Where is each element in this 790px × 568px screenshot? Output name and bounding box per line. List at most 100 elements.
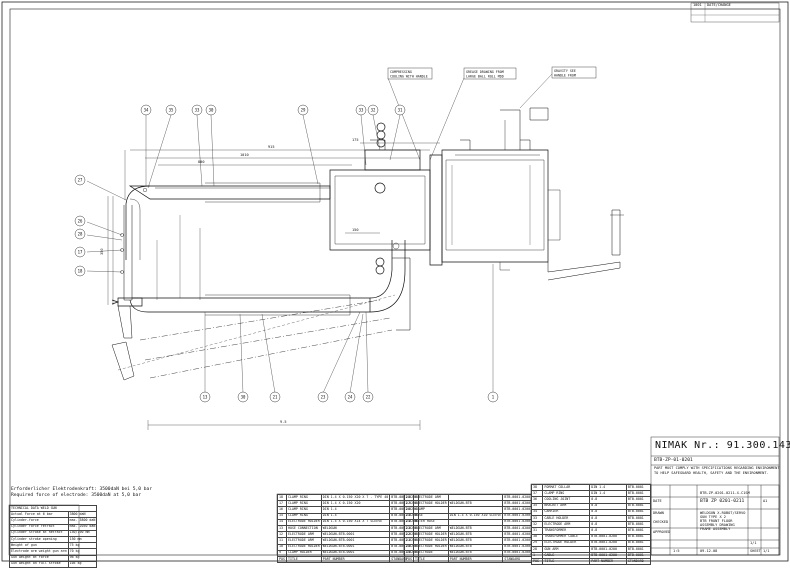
bubble-top-1 <box>165 104 177 116</box>
bubble-num: 17 <box>78 250 83 255</box>
revision-box <box>690 2 780 23</box>
table-footer-cell: POS <box>530 558 544 566</box>
nimak-number: NIMAK Nr.: 91.300.143 <box>655 440 790 451</box>
bubble-bottom-1 <box>237 391 249 403</box>
bubble-num: 22 <box>366 395 371 400</box>
bubble-num: 21 <box>273 395 278 400</box>
bubble-top-3 <box>205 104 217 116</box>
bubble-bottom-3 <box>317 391 329 403</box>
description-3: BTB FRONT FLOOR <box>700 519 733 523</box>
bubble-top-6 <box>367 104 379 116</box>
bubble-left-3 <box>74 246 86 258</box>
callout-text: COMPRESSING <box>390 70 412 74</box>
table-footer-cell: STANDARD <box>625 558 652 566</box>
format-value: A1 <box>763 499 768 503</box>
table-footer-cell: TITLE <box>542 558 591 566</box>
bubble-bottom-2 <box>269 391 281 403</box>
callout-boxes <box>387 66 597 80</box>
approved-label: APPROVED <box>653 530 671 534</box>
bubble-bottom-0 <box>199 391 211 403</box>
tech-data-table: TECHNICAL DATA WELD GUN Actual Force at … <box>8 504 98 568</box>
bubble-num: 18 <box>78 269 83 274</box>
bubble-num: 13 <box>203 395 208 400</box>
table-footer-cell: POS <box>404 555 414 564</box>
dimension-values: 9.5 915 1010 175 800 150 350 <box>100 138 359 424</box>
scale-value: 1:5 <box>673 549 680 553</box>
bubble-num: 31 <box>398 108 403 113</box>
dim-value: 9.5 <box>280 420 287 424</box>
bubble-bottom-4 <box>344 391 356 403</box>
environment-note-1: PART MUST COMPLY WITH SPECIFICATIONS REG… <box>654 466 780 470</box>
bubble-numbers: 34 35 33 30 29 33 32 31 27 26 28 17 18 1… <box>78 108 495 400</box>
table-footer-cell: PART NUMBER <box>320 555 391 564</box>
bubble-num: 30 <box>241 395 246 400</box>
bubble-top-0 <box>140 104 152 116</box>
sheet-value: 1/1 <box>750 541 757 545</box>
leader-lines <box>86 73 553 394</box>
bubble-num: 27 <box>78 178 83 183</box>
table-footer-cell: PART NUMBER <box>589 558 627 566</box>
dim-value: 350 <box>100 249 104 256</box>
bubble-num: 26 <box>78 219 83 224</box>
drawn-label: DRAWN <box>653 511 664 515</box>
dim-value: 1010 <box>240 153 249 157</box>
checked-label: CHECKED <box>653 520 669 524</box>
bubble-left-0 <box>74 174 86 186</box>
bubble-num: 32 <box>371 108 376 113</box>
bubble-num: 33 <box>359 108 364 113</box>
table-footer-cell: TITLE <box>412 555 449 564</box>
bubble-left-4 <box>74 265 86 277</box>
description-1: WELDGUN X-ROBOT/SERVO <box>700 511 746 515</box>
weld-gun-drawing <box>111 107 624 381</box>
bubble-num: 35 <box>169 108 174 113</box>
table-footer-cell: TITLE <box>285 555 322 564</box>
revision-label: 1001 <box>693 3 702 7</box>
drawing-number: BTB ZP 0201-0211 <box>700 499 745 504</box>
electrode-force-en: Required force of electrode: 3500daN at … <box>11 493 141 498</box>
dim-value: 150 <box>352 228 359 232</box>
date-label: DATE <box>653 499 662 503</box>
drawing-number-2: BTB-ZP-0201-0211-X-C1SM <box>700 491 750 495</box>
dim-value: 915 <box>268 145 275 149</box>
environment-note-2: TO HELP SAFEGUARD HEALTH, SAFETY AND THE… <box>654 471 769 475</box>
bubble-top-7 <box>394 104 406 116</box>
callout-text: LARGE BALL ROLL MDD <box>466 75 504 79</box>
sheet-label: SHEET 1/1 <box>750 549 770 553</box>
bubble-top-4 <box>297 104 309 116</box>
drawing-code: BTB-ZP-01-0201 <box>654 458 693 463</box>
bubble-bottom-5 <box>362 391 374 403</box>
bubble-num: 34 <box>144 108 149 113</box>
dim-value: 800 <box>198 160 205 164</box>
revision-desc: DATE/CHANGE <box>707 3 731 7</box>
dim-value: 175 <box>352 138 359 142</box>
description-5: FRAME ASSEMBLY <box>700 527 731 531</box>
bubble-num: 29 <box>301 108 306 113</box>
bubble-num: 1 <box>492 395 495 400</box>
item-bubbles <box>74 104 499 403</box>
bubble-left-2 <box>74 228 86 240</box>
callout-text: HANDLE FROM <box>554 74 576 78</box>
callout-text: GREASE DRAWING FROM <box>466 70 504 74</box>
callout-text: GRAVITY SEE <box>554 69 576 73</box>
bubble-num: 28 <box>78 232 83 237</box>
table-footer-cell: STANDARD <box>502 555 533 564</box>
electrode-force-de: Erforderlicher Elektrodenkraft: 3500daN … <box>11 487 153 492</box>
bubble-left-1 <box>74 215 86 227</box>
bubble-num: 23 <box>321 395 326 400</box>
description-4: ASSEMBLY DRAWING <box>700 523 735 527</box>
callout-text: COOLING WITH HANDLE <box>390 75 428 79</box>
bubble-num: 30 <box>209 108 214 113</box>
date-value: 09.12.08 <box>700 549 718 553</box>
